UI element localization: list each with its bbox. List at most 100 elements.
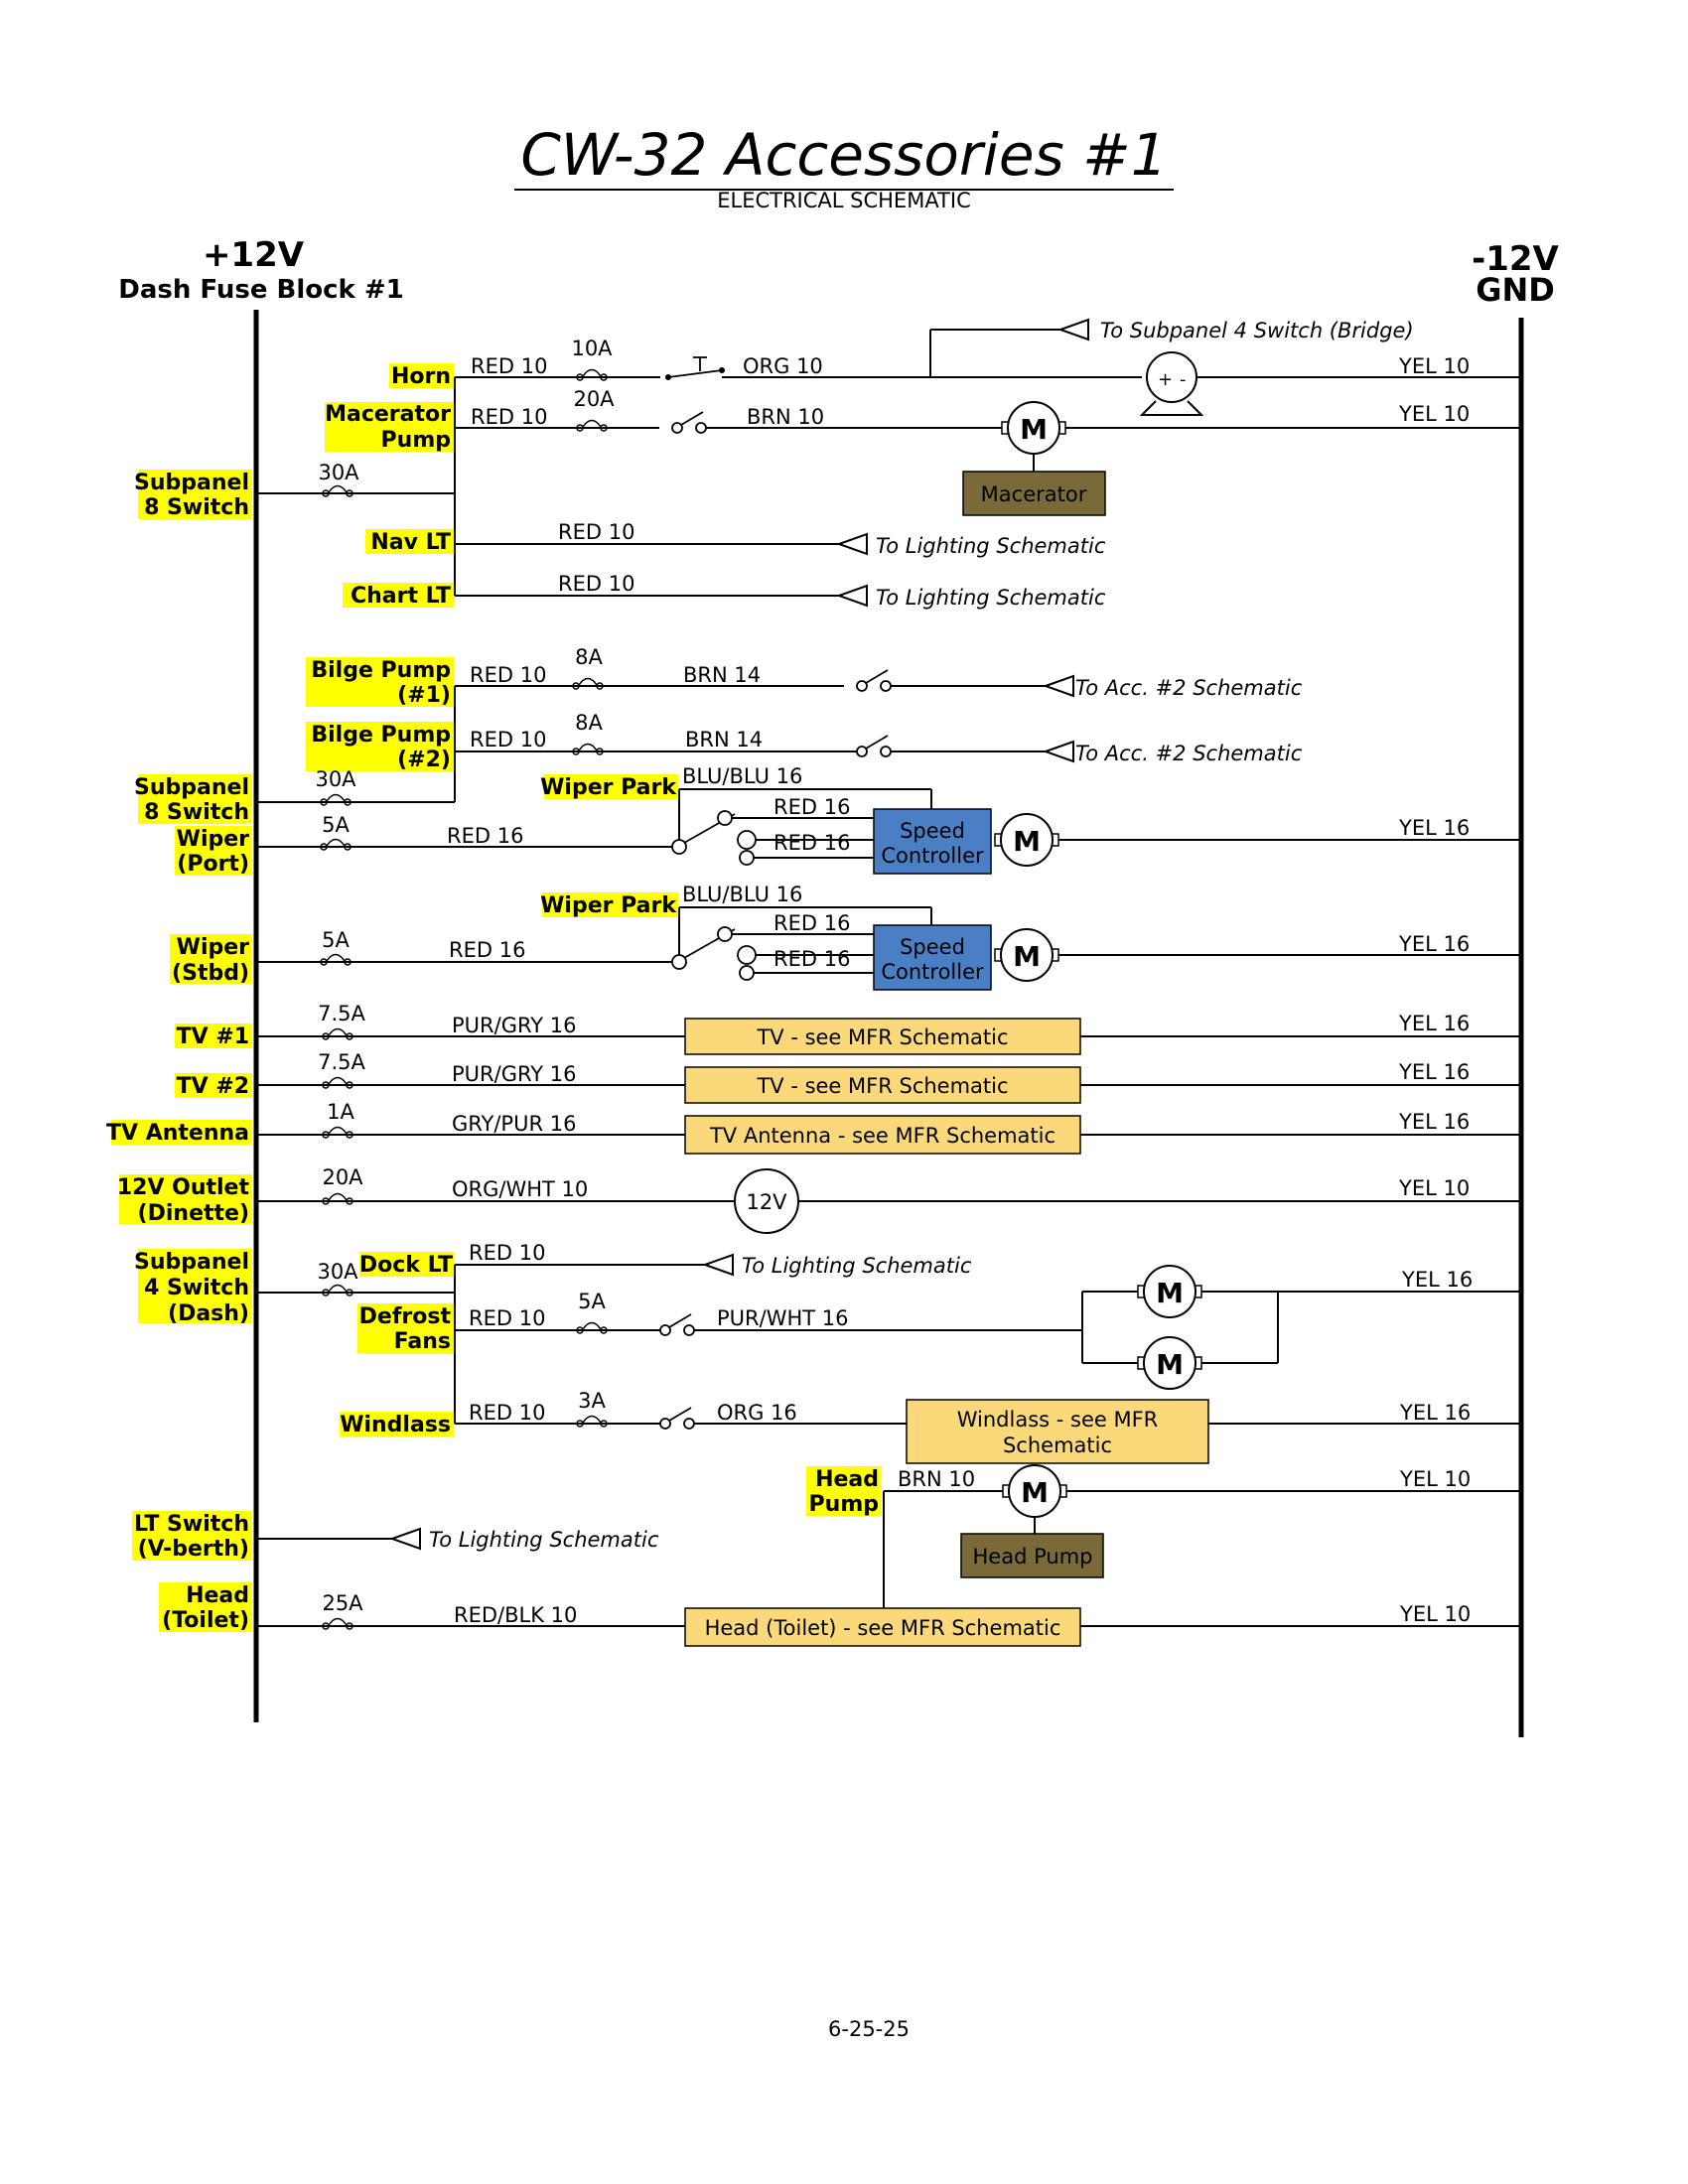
wire-head: RED/BLK 10 <box>454 1603 577 1627</box>
fuse-subpanel4: 30A <box>317 1260 358 1284</box>
wire-horn-in: RED 10 <box>471 354 547 378</box>
wire-port-b: RED 16 <box>774 831 850 855</box>
tv-antenna-box <box>684 1115 1081 1155</box>
svg-text:Controller: Controller <box>881 960 984 984</box>
wire-tv2: PUR/GRY 16 <box>452 1062 576 1086</box>
svg-text:Controller: Controller <box>881 844 984 868</box>
wire-bilge2-in: RED 10 <box>470 728 546 751</box>
svg-text:Head Pump: Head Pump <box>973 1545 1093 1569</box>
macerator-switch-icon[interactable] <box>671 411 707 434</box>
svg-text:M: M <box>1156 1348 1184 1381</box>
label-horn: Horn <box>391 364 451 389</box>
wire-dock: RED 10 <box>469 1241 545 1265</box>
circuit-12v-outlet: 12V Outlet (Dinette) 20A ORG/WHT 10 12V … <box>117 1165 1521 1234</box>
macerator-box-label: Macerator <box>981 482 1087 506</box>
label-wiper-port-1: Wiper <box>177 827 249 852</box>
wire-stbd-in: RED 16 <box>449 938 525 962</box>
label-head-pump-1: Head <box>815 1467 879 1492</box>
wire-headpump-gnd: YEL 10 <box>1399 1467 1471 1491</box>
tv1-box <box>684 1018 1081 1055</box>
ref-bilge1: To Acc. #2 Schematic <box>1075 676 1303 700</box>
label-wiper-park-2: Wiper Park <box>540 893 677 918</box>
circuit-wiper-port: Wiper (Port) 5A RED 16 Wiper Park BLU/BL… <box>175 764 1521 877</box>
fuse-windlass: 3A <box>578 1389 606 1413</box>
bilge2-switch-icon[interactable] <box>856 735 892 757</box>
wire-port-in: RED 16 <box>447 824 523 848</box>
label-bilge2-1: Bilge Pump <box>311 723 451 748</box>
wire-ant-gnd: YEL 16 <box>1398 1110 1470 1134</box>
wire-stbd-gnd: YEL 16 <box>1398 932 1470 956</box>
label-tv1: TV #1 <box>177 1024 249 1049</box>
fuse-tv1: 7.5A <box>318 1002 365 1025</box>
windlass-box <box>906 1399 1209 1464</box>
label-wiper-port-2: (Port) <box>177 852 249 877</box>
wire-head-gnd: YEL 10 <box>1399 1602 1471 1626</box>
label-macerator-2: Pump <box>381 428 451 453</box>
svg-text:12V: 12V <box>746 1190 787 1214</box>
label-outlet-1: 12V Outlet <box>117 1175 250 1200</box>
wire-chart: RED 10 <box>558 572 634 596</box>
fuse-horn: 10A <box>571 337 613 360</box>
windlass-switch-icon[interactable] <box>659 1407 695 1430</box>
svg-text:Speed: Speed <box>900 819 965 843</box>
label-lt-switch-1: LT Switch <box>134 1512 249 1537</box>
wire-windlass-in: RED 10 <box>469 1401 545 1425</box>
speed-controller-port <box>873 808 992 875</box>
fuse-subpanel8-b: 30A <box>315 767 356 791</box>
svg-text:TV - see MFR Schematic: TV - see MFR Schematic <box>756 1025 1008 1049</box>
bilge1-switch-icon[interactable] <box>856 669 892 692</box>
fuse-head: 25A <box>322 1591 363 1615</box>
circuit-head-pump: Head Pump BRN 10 M Head Pump YEL 10 <box>806 1464 1521 1608</box>
wire-outlet: ORG/WHT 10 <box>452 1177 588 1201</box>
fuse-subpanel8-a: 30A <box>318 461 359 484</box>
wire-ant: GRY/PUR 16 <box>452 1112 576 1136</box>
ref-subpanel4-bridge: To Subpanel 4 Switch (Bridge) <box>1100 319 1414 342</box>
ref-bilge2: To Acc. #2 Schematic <box>1075 742 1303 765</box>
svg-text:Windlass - see MFR: Windlass - see MFR <box>957 1408 1159 1432</box>
fuse-tv2: 7.5A <box>318 1050 365 1074</box>
label-subpanel4-2: 4 Switch <box>144 1276 249 1300</box>
svg-text:TV - see MFR Schematic: TV - see MFR Schematic <box>756 1074 1008 1098</box>
label-subpanel8-a-1: Subpanel <box>134 471 249 495</box>
label-subpanel8-a-2: 8 Switch <box>144 495 249 520</box>
fuse-bilge1: 8A <box>575 645 603 669</box>
label-subpanel4-3: (Dash) <box>168 1301 249 1326</box>
wire-stbd-a: RED 16 <box>774 911 850 935</box>
head-pump-box <box>960 1533 1104 1578</box>
page-title-text: CW-32 Accessories #1 <box>514 121 1174 191</box>
wire-defrost-gnd: YEL 16 <box>1401 1268 1473 1292</box>
circuit-wiper-stbd: Wiper Park Wiper (Stbd) 5A RED 16 BLU/BL… <box>170 883 1521 991</box>
svg-text:Head (Toilet) - see MFR Schema: Head (Toilet) - see MFR Schematic <box>705 1616 1061 1640</box>
svg-text:Speed: Speed <box>900 935 965 959</box>
defrost-switch-icon[interactable] <box>659 1313 695 1336</box>
fuse-bilge2: 8A <box>575 711 603 735</box>
wire-tv2-gnd: YEL 16 <box>1398 1060 1470 1084</box>
label-tv2: TV #2 <box>177 1074 249 1099</box>
page-title: CW-32 Accessories #1 <box>0 121 1688 191</box>
wire-defrost-in: RED 10 <box>469 1306 545 1330</box>
svg-text:Schematic: Schematic <box>1003 1433 1112 1457</box>
label-wiper-stbd-1: Wiper <box>177 935 249 960</box>
page-subtitle: ELECTRICAL SCHEMATIC <box>717 189 971 212</box>
wire-bilge1-out: BRN 14 <box>683 663 761 687</box>
circuit-group-subpanel8-a: 30A Subpanel 8 Switch Horn RED 10 10A OR… <box>134 319 1521 610</box>
ref-dock: To Lighting Schematic <box>742 1254 972 1278</box>
circuit-head-toilet: Head (Toilet) 25A RED/BLK 10 Head (Toile… <box>159 1582 1521 1647</box>
fuse-outlet: 20A <box>322 1165 363 1189</box>
fuse-tv-antenna: 1A <box>327 1100 354 1124</box>
wire-horn-out: ORG 10 <box>743 354 823 378</box>
footer-date: 6-25-25 <box>828 2017 910 2041</box>
wire-park-stbd: BLU/BLU 16 <box>682 883 802 906</box>
fuse-defrost: 5A <box>578 1290 606 1313</box>
label-defrost-1: Defrost <box>359 1304 452 1329</box>
label-bilge2-2: (#2) <box>397 748 451 772</box>
macerator-box <box>962 471 1106 516</box>
label-bilge1-1: Bilge Pump <box>311 658 451 683</box>
svg-text:TV Antenna - see MFR Schematic: TV Antenna - see MFR Schematic <box>709 1124 1055 1148</box>
label-wiper-stbd-2: (Stbd) <box>172 961 249 986</box>
label-lt-switch-2: (V-berth) <box>138 1537 249 1562</box>
fuse-macerator: 20A <box>573 387 615 411</box>
wire-bilge2-out: BRN 14 <box>685 728 763 751</box>
wire-port-gnd: YEL 16 <box>1398 816 1470 840</box>
svg-text:-: - <box>1180 369 1187 390</box>
